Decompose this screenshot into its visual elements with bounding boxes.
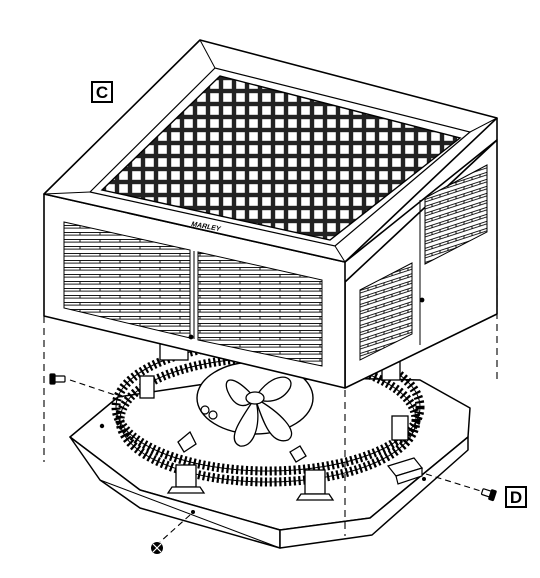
intake-grille <box>100 75 462 241</box>
heater-cover: MARLEY <box>43 39 498 389</box>
base-plate-screw-hole <box>99 423 105 429</box>
cover-front-vents-right <box>197 251 323 367</box>
screw-left <box>49 373 66 385</box>
fan-assembly <box>196 361 314 447</box>
screw-bottom <box>151 542 163 554</box>
screw-right <box>480 488 497 502</box>
cover-side-vents-lower <box>359 262 413 361</box>
callout-c-label: C <box>91 81 113 103</box>
callout-d-label: D <box>505 486 527 508</box>
cover-side-vents-upper <box>424 164 488 265</box>
